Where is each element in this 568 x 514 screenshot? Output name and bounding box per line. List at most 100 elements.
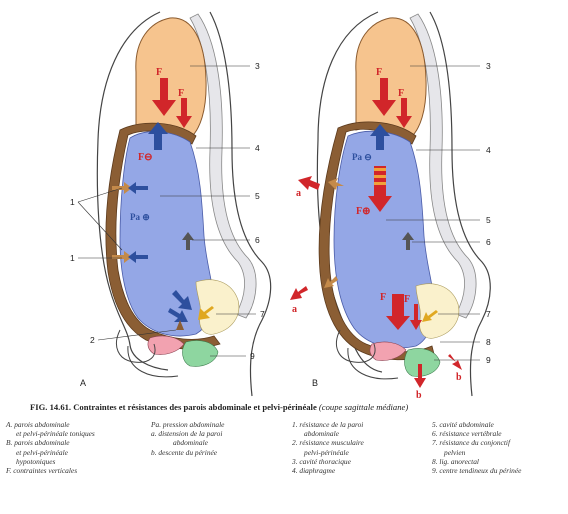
legend-item: F. contraintes verticales bbox=[6, 466, 78, 476]
perineum-pink-b bbox=[369, 341, 407, 361]
leader-2 bbox=[97, 329, 177, 341]
legend-item: pelvi-périnéale bbox=[304, 447, 349, 457]
force-arrow-b3 bbox=[386, 294, 410, 330]
force-arrow-b1 bbox=[372, 78, 396, 116]
descent-stripe-1 bbox=[374, 168, 386, 171]
legend-item: 7. résistance du conjonctif bbox=[432, 438, 510, 448]
wall-arrow-a2 bbox=[112, 251, 132, 263]
legend-item: hypotoniques bbox=[16, 456, 56, 466]
legend-item: abdominale bbox=[304, 429, 339, 439]
pressure-arrow-a4 bbox=[168, 308, 188, 322]
perineal-descent-arrow-b bbox=[414, 364, 426, 388]
leg-outline-a bbox=[116, 329, 156, 363]
label-5-a: 5 bbox=[255, 191, 260, 201]
panel-label-b: B bbox=[312, 378, 318, 388]
legend-item: B. parois abdominale bbox=[6, 438, 70, 448]
legend-col-4: 5. cavité abdominale 6. résistance verté… bbox=[432, 420, 521, 475]
connective-arrow-b bbox=[422, 310, 438, 322]
figure-caption: FIG. 14.61. Contraintes et résistances d… bbox=[30, 402, 560, 412]
label-9-a: 9 bbox=[250, 351, 255, 361]
thoracic-cavity-b bbox=[355, 17, 427, 139]
force-arrow-b2 bbox=[396, 98, 412, 128]
force-label-a2: F bbox=[178, 88, 184, 99]
distension-arrow-b1 bbox=[298, 176, 320, 190]
label-4-b: 4 bbox=[486, 145, 491, 155]
f-minus-label-a: F⊖ bbox=[138, 152, 153, 163]
body-outline-front bbox=[96, 11, 169, 371]
legend-item: abdominale bbox=[173, 438, 208, 448]
label-6-b: 6 bbox=[486, 237, 491, 247]
leg-outline-b bbox=[336, 329, 376, 363]
body-outline-back bbox=[209, 11, 272, 397]
distension-arrow-b2 bbox=[290, 286, 308, 300]
label-7-a: 7 bbox=[260, 309, 265, 319]
connective-arrow-a bbox=[198, 306, 214, 320]
force-label-a1: F bbox=[156, 67, 162, 78]
caption-main: FIG. 14.61. Contraintes et résistances d… bbox=[30, 402, 317, 412]
perineal-body-b bbox=[404, 348, 441, 377]
label-8-b: 8 bbox=[486, 337, 491, 347]
pressure-arrow-up-b bbox=[370, 124, 390, 150]
force-label-b3: F bbox=[380, 292, 386, 303]
label-3-a: 3 bbox=[255, 61, 260, 71]
legend-item: pelvien bbox=[444, 447, 466, 457]
label-9-b: 9 bbox=[486, 355, 491, 365]
distension-label-b2: a bbox=[292, 304, 297, 315]
legend-item: 6. résistance vertébrale bbox=[432, 429, 502, 439]
anal-descent-arrow-b bbox=[448, 354, 462, 370]
descent-stripe-2 bbox=[374, 175, 386, 178]
perineal-arrow-a bbox=[176, 320, 184, 330]
legend-item: et pelvi-périnéale bbox=[16, 447, 68, 457]
leader-1a-bottom bbox=[77, 201, 123, 251]
pressure-arrow-a2 bbox=[128, 251, 148, 263]
abdominal-wall-a bbox=[105, 122, 221, 350]
vertebral-arrow-a bbox=[182, 232, 194, 250]
legend-item: 4. diaphragme bbox=[292, 466, 336, 476]
legend-item: a. distension de la paroi bbox=[151, 429, 223, 439]
label-3-b: 3 bbox=[486, 61, 491, 71]
wall-arrow-b1 bbox=[328, 178, 344, 190]
thigh-outline-a bbox=[127, 345, 179, 378]
pelvic-connective-a bbox=[195, 279, 240, 335]
perineal-body-a bbox=[182, 340, 219, 367]
legend-item: et pelvi-périnéale toniques bbox=[16, 429, 95, 439]
vertebral-arrow-b bbox=[402, 232, 414, 250]
pa-plus-label-a: Pa ⊕ bbox=[130, 212, 150, 222]
label-6-a: 6 bbox=[255, 235, 260, 245]
legend: A. parois abdominale et pelvi-périnéale … bbox=[6, 420, 566, 510]
legend-item: Pa. pression abdominale bbox=[151, 420, 225, 429]
pa-minus-label-b: Pa ⊖ bbox=[352, 152, 372, 162]
label-4-a: 4 bbox=[255, 143, 260, 153]
descent-label-b2: b bbox=[456, 372, 462, 383]
force-arrow-b4 bbox=[410, 304, 422, 330]
force-arrow-a2 bbox=[176, 98, 192, 128]
legend-col-1: A. parois abdominale et pelvi-périnéale … bbox=[6, 420, 95, 475]
label-7-b: 7 bbox=[486, 309, 491, 319]
descent-stripe-3 bbox=[374, 182, 386, 185]
leader-1a-top bbox=[77, 187, 123, 203]
distension-label-b1: a bbox=[296, 188, 301, 199]
panel-label-a: A bbox=[80, 378, 86, 388]
pelvic-connective-b bbox=[415, 283, 460, 339]
panel-b: F F Pa ⊖ F⊕ F F a a b b 3 4 5 6 7 8 9 B bbox=[290, 11, 491, 400]
abdominal-cavity-b bbox=[333, 130, 435, 349]
legend-item: 8. lig. anorectal bbox=[432, 456, 479, 466]
perineum-pink-a bbox=[147, 335, 185, 355]
f-plus-label-b: F⊕ bbox=[356, 206, 371, 217]
force-label-b2: F bbox=[398, 88, 404, 99]
figure-diagram: F F F⊖ Pa ⊕ 3 4 5 6 7 9 1 1 2 A bbox=[70, 11, 491, 400]
legend-col-2: Pa. pression abdominale a. distension de… bbox=[151, 420, 224, 457]
legend-item: 9. centre tendineux du périnée bbox=[432, 466, 522, 476]
force-label-b1: F bbox=[376, 67, 382, 78]
pressure-arrow-a3 bbox=[172, 290, 192, 310]
legend-item: 3. cavité thoracique bbox=[292, 456, 351, 466]
caption-sub: (coupe sagittale médiane) bbox=[318, 402, 409, 412]
wall-arrow-b2 bbox=[324, 276, 338, 288]
legend-item: 1. résistance de la paroi bbox=[292, 420, 364, 429]
legend-item: 5. cavité abdominale bbox=[432, 420, 494, 429]
force-arrow-a1 bbox=[152, 78, 176, 116]
thoracic-cavity-a bbox=[135, 17, 207, 139]
panel-a: F F F⊖ Pa ⊕ 3 4 5 6 7 9 1 1 2 A bbox=[70, 11, 272, 397]
abdominal-wall-b bbox=[318, 121, 435, 361]
label-5-b: 5 bbox=[486, 215, 491, 225]
